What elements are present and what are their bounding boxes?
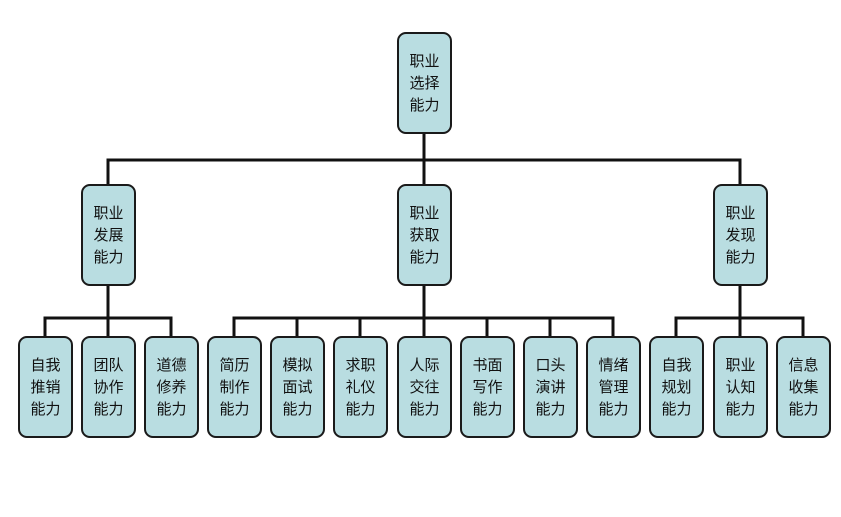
leaf-node-label: 自我规划能力 xyxy=(661,356,692,418)
leaf-node-label: 自我推销能力 xyxy=(30,356,61,418)
leaf-node: 自我推销能力 xyxy=(18,336,73,438)
branch-node-label: 职业发展能力 xyxy=(93,204,124,266)
leaf-node: 自我规划能力 xyxy=(649,336,704,438)
branch-node-label: 职业发现能力 xyxy=(725,204,756,266)
leaf-node-label: 职业认知能力 xyxy=(725,356,756,418)
leaf-node: 书面写作能力 xyxy=(460,336,515,438)
leaf-node: 信息收集能力 xyxy=(776,336,831,438)
leaf-node-label: 道德修养能力 xyxy=(156,356,187,418)
leaf-node: 求职礼仪能力 xyxy=(333,336,388,438)
branch-node-acquisition: 职业获取能力 xyxy=(397,184,452,286)
branch-node-development: 职业发展能力 xyxy=(81,184,136,286)
leaf-node: 模拟面试能力 xyxy=(270,336,325,438)
leaf-node: 口头演讲能力 xyxy=(523,336,578,438)
leaf-node-label: 团队协作能力 xyxy=(93,356,124,418)
leaf-node: 人际交往能力 xyxy=(397,336,452,438)
leaf-node: 团队协作能力 xyxy=(81,336,136,438)
leaf-node: 情绪管理能力 xyxy=(586,336,641,438)
leaf-node-label: 简历制作能力 xyxy=(219,356,250,418)
root-node: 职业选择能力 xyxy=(397,32,452,134)
leaf-node-label: 情绪管理能力 xyxy=(598,356,629,418)
root-node-label: 职业选择能力 xyxy=(409,52,440,114)
branch-node-label: 职业获取能力 xyxy=(409,204,440,266)
leaf-node-label: 模拟面试能力 xyxy=(282,356,313,418)
branch-node-discovery: 职业发现能力 xyxy=(713,184,768,286)
leaf-node: 职业认知能力 xyxy=(713,336,768,438)
leaf-node-label: 人际交往能力 xyxy=(409,356,440,418)
leaf-node-label: 口头演讲能力 xyxy=(535,356,566,418)
leaf-node: 道德修养能力 xyxy=(144,336,199,438)
leaf-node-label: 求职礼仪能力 xyxy=(345,356,376,418)
leaf-node-label: 书面写作能力 xyxy=(472,356,503,418)
leaf-node-label: 信息收集能力 xyxy=(788,356,819,418)
leaf-node: 简历制作能力 xyxy=(207,336,262,438)
